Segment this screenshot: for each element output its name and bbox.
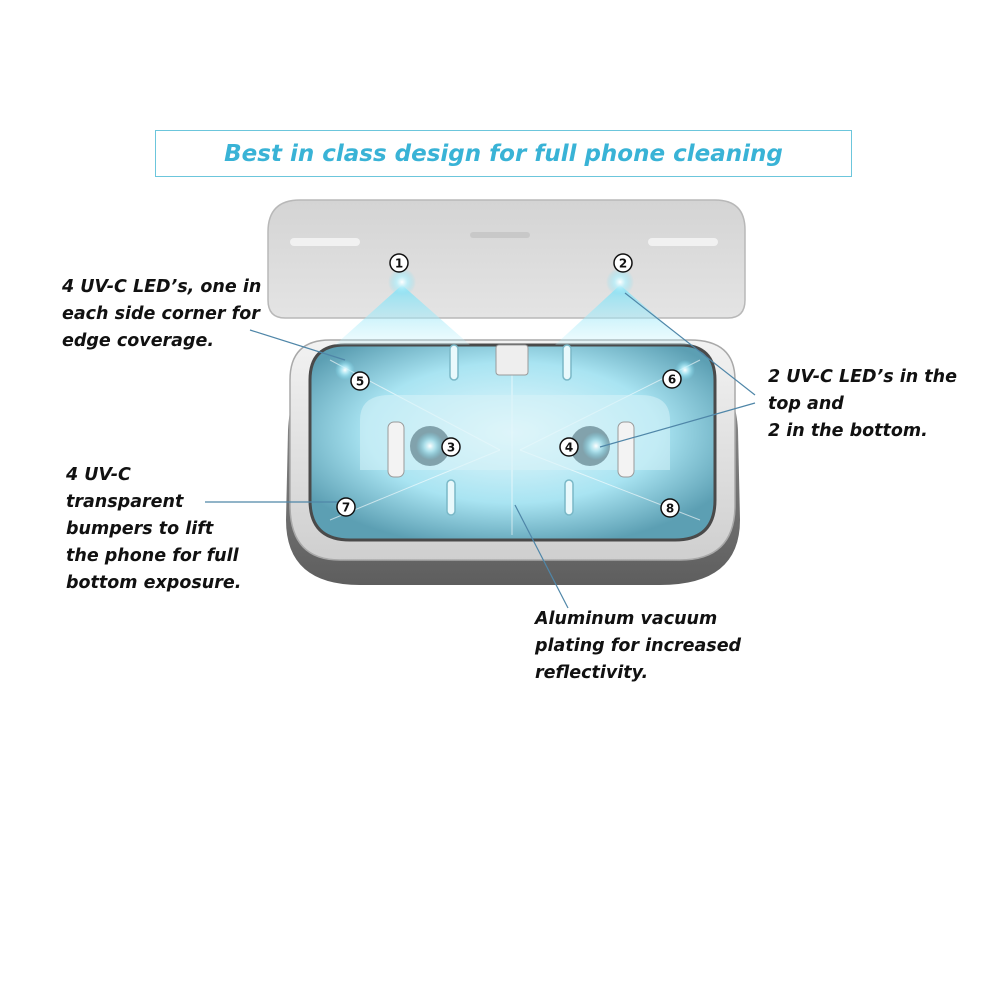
marker-2: 2 <box>613 253 633 273</box>
annotation-line: 4 UV-C <box>66 465 131 485</box>
annotation-plating: Aluminum vacuum plating for increased re… <box>535 606 741 687</box>
led-glow-2 <box>606 268 634 296</box>
annotation-top-bottom-leds: 2 UV-C LED’s in the top and 2 in the bot… <box>768 364 957 445</box>
annotation-line: reflectivity. <box>535 663 649 683</box>
annotation-line: the phone for full <box>66 546 239 566</box>
annotation-line: each side corner for <box>62 304 260 324</box>
annotation-line: bumpers to lift <box>66 519 214 539</box>
annotation-line: edge coverage. <box>62 331 215 351</box>
marker-8-label: 8 <box>666 502 674 516</box>
uv-beam-right <box>555 285 690 345</box>
annotation-line: Aluminum vacuum <box>535 609 718 629</box>
marker-3-label: 3 <box>447 441 455 455</box>
marker-7-label: 7 <box>342 501 350 515</box>
annotation-line: bottom exposure. <box>66 573 242 593</box>
annotation-line: 4 UV-C LED’s, one in <box>62 277 262 297</box>
marker-7: 7 <box>336 497 356 517</box>
marker-3: 3 <box>441 437 461 457</box>
lid <box>267 199 746 319</box>
led-glow-3 <box>416 432 444 460</box>
marker-5: 5 <box>350 371 370 391</box>
transparent-bumpers <box>446 344 574 516</box>
led-glow-1 <box>388 268 416 296</box>
marker-6: 6 <box>662 369 682 389</box>
marker-4-label: 4 <box>565 441 573 455</box>
annotation-line: plating for increased <box>535 636 742 656</box>
annotation-corner-leds: 4 UV-C LED’s, one in each side corner fo… <box>62 274 261 355</box>
led-glow-4 <box>582 432 610 460</box>
marker-5-label: 5 <box>356 375 364 389</box>
marker-6-label: 6 <box>668 373 676 387</box>
leader-lines <box>205 292 756 609</box>
annotation-line: 2 UV-C LED’s in the <box>768 367 957 387</box>
side-brackets <box>387 421 635 478</box>
marker-1-label: 1 <box>395 257 403 271</box>
page-title: Best in class design for full phone clea… <box>155 130 852 177</box>
annotation-line: 2 in the bottom. <box>768 421 928 441</box>
marker-8: 8 <box>660 498 680 518</box>
uv-beam-left <box>335 285 470 345</box>
led-glow-5 <box>335 360 355 380</box>
annotation-line: transparent <box>66 492 184 512</box>
marker-4: 4 <box>559 437 579 457</box>
annotation-line: top and <box>768 394 844 414</box>
marker-1: 1 <box>389 253 409 273</box>
annotation-bumpers: 4 UV-C transparent bumpers to lift the p… <box>66 462 241 597</box>
marker-2-label: 2 <box>619 257 627 271</box>
